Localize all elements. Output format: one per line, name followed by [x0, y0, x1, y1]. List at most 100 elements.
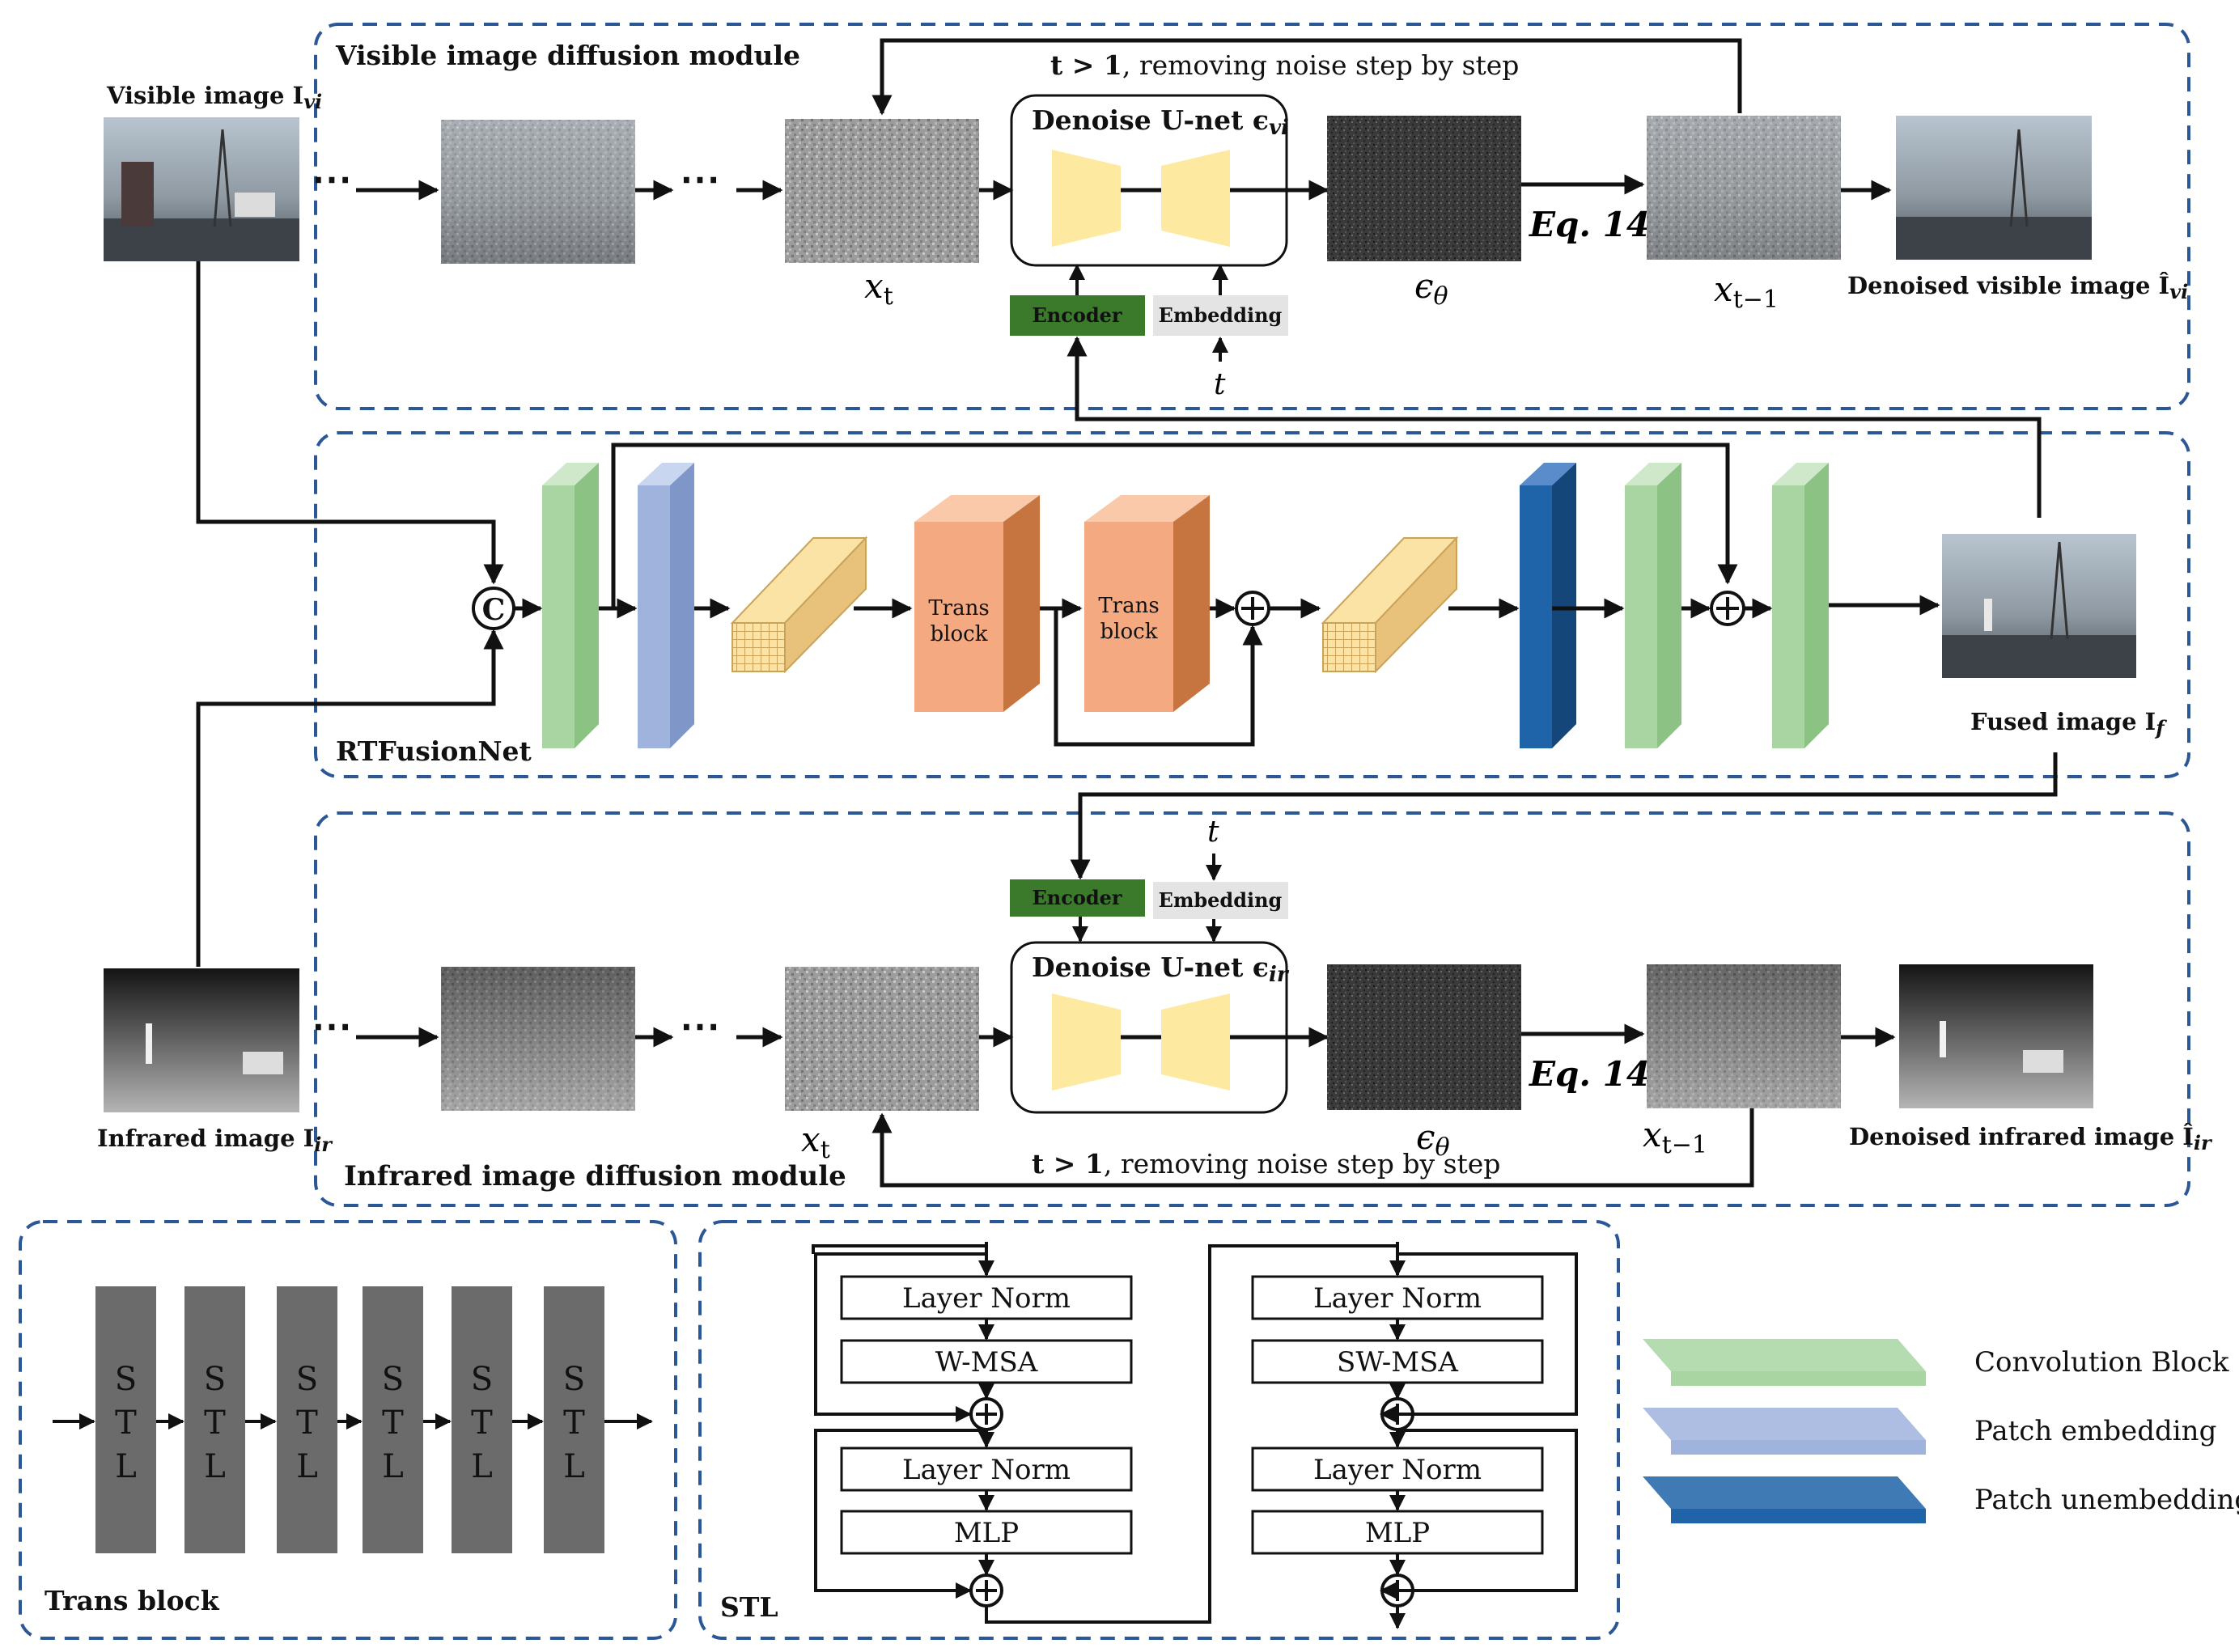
stl-letter: S	[296, 1361, 318, 1398]
stl-letter: L	[115, 1448, 137, 1485]
visible-encoder-label: Encoder	[1032, 303, 1122, 327]
stl-op-label: Layer Norm	[902, 1454, 1071, 1486]
stl-box	[544, 1286, 604, 1553]
visible-embedding-box	[1153, 295, 1288, 336]
legend-swatch	[1643, 1408, 1926, 1440]
stl-letter: S	[382, 1361, 404, 1398]
trans-block-1	[914, 495, 1040, 712]
conv-block-3	[1772, 463, 1829, 748]
infrared-xt1-image	[1647, 964, 1841, 1108]
conv-block-1	[542, 463, 599, 748]
legend-swatch	[1643, 1476, 1926, 1509]
stl-op-label: MLP	[1365, 1517, 1430, 1549]
token-grid-1	[730, 536, 868, 674]
infrared-t-label: t	[1207, 815, 1219, 849]
legend-label: Patch embedding	[1974, 1415, 2216, 1447]
infrared-encoder-label: Encoder	[1032, 886, 1122, 909]
stl-box	[277, 1286, 337, 1553]
stl-letter: S	[204, 1361, 226, 1398]
stl-op-label: Layer Norm	[902, 1282, 1071, 1315]
patch-unembedding-block	[1520, 463, 1576, 748]
visible-unet-decoder-trapezoid	[1161, 150, 1230, 247]
legend-swatch-edge	[1671, 1440, 1926, 1455]
visible-loop-text: t > 1, removing noise step by step	[1050, 49, 1519, 81]
visible-unet-encoder-trapezoid	[1052, 150, 1121, 247]
stl-box	[452, 1286, 512, 1553]
visible-module-title: Visible image diffusion module	[335, 40, 800, 71]
infrared-output-label: Denoised infrared image Îir	[1849, 1122, 2213, 1154]
stl-letter: S	[115, 1361, 137, 1398]
visible-encoder-box	[1010, 295, 1145, 336]
trans-block-2	[1084, 495, 1210, 712]
infrared-module-title: Infrared image diffusion module	[344, 1160, 846, 1192]
visible-xt1-label: xt−1	[1714, 269, 1779, 314]
visible-ellipsis-2: ⋯	[680, 155, 720, 202]
visible-xt-label: xt	[864, 266, 893, 311]
visible-xt1-image	[1647, 116, 1841, 260]
stl-op-label: SW-MSA	[1337, 1346, 1458, 1379]
visible-t-label: t	[1214, 368, 1226, 401]
infrared-eps-image	[1327, 964, 1521, 1110]
fused-image	[1942, 534, 2136, 678]
stl-op-box	[1251, 1275, 1544, 1320]
stl-letter: S	[471, 1361, 493, 1398]
visible-eps-image	[1327, 116, 1521, 261]
visible-noisy-image-1	[441, 120, 635, 264]
rtfusion-module-border	[314, 431, 2190, 778]
infrared-xt-image	[785, 967, 979, 1111]
legend-swatch	[1643, 1339, 1926, 1371]
conv-block-2	[1625, 463, 1681, 748]
infrared-eps-label: ϵθ	[1416, 1117, 1450, 1162]
stl-op-label: Layer Norm	[1313, 1454, 1482, 1486]
stl-op-box	[840, 1510, 1133, 1555]
visible-unet-label: Denoise U-net ϵvi	[1032, 104, 1289, 140]
infrared-encoder-box	[1010, 879, 1145, 917]
rtfusion-title: RTFusionNet	[336, 735, 532, 767]
stl-letter: T	[296, 1404, 318, 1442]
stl-letter: L	[204, 1448, 226, 1485]
stl-box	[184, 1286, 245, 1553]
infrared-unet-encoder-trapezoid	[1052, 993, 1121, 1091]
visible-xt-image	[785, 119, 979, 263]
visible-embedding-label: Embedding	[1159, 303, 1283, 327]
visible-ellipsis-1: ⋯	[312, 155, 352, 202]
infrared-input-label: Infrared image Iir	[97, 1125, 333, 1156]
infrared-loop-text: t > 1, removing noise step by step	[1032, 1148, 1500, 1180]
stl-panel-title: STL	[720, 1591, 778, 1623]
stl-letter: L	[563, 1448, 585, 1485]
infrared-unet-label: Denoise U-net ϵir	[1032, 951, 1290, 987]
visible-output-label: Denoised visible image Îvi	[1847, 271, 2188, 303]
trans-block-panel-title: Trans block	[45, 1585, 220, 1616]
stl-letter: L	[382, 1448, 404, 1485]
stl-op-box	[1251, 1339, 1544, 1384]
infrared-module-border	[314, 811, 2190, 1207]
stl-op-box	[1251, 1447, 1544, 1492]
infrared-xt-label: xt	[801, 1120, 830, 1164]
infrared-unet-decoder-trapezoid	[1161, 993, 1230, 1091]
infrared-embedding-label: Embedding	[1159, 888, 1283, 912]
visible-eps-label: ϵθ	[1414, 266, 1448, 311]
stl-op-label: MLP	[954, 1517, 1019, 1549]
visible-input-label: Visible image Ivi	[106, 82, 322, 113]
stl-letter: T	[204, 1404, 226, 1442]
fused-image-label: Fused image If	[1970, 708, 2167, 739]
stl-op-box	[840, 1339, 1133, 1384]
stl-letter: L	[471, 1448, 493, 1485]
legend-label: Convolution Block	[1974, 1346, 2229, 1379]
legend-swatch-edge	[1671, 1509, 1926, 1523]
stl-letter: T	[563, 1404, 585, 1442]
stl-letter: T	[115, 1404, 137, 1442]
stl-letter: L	[296, 1448, 318, 1485]
infrared-embedding-box	[1153, 882, 1288, 919]
visible-unet-box	[1010, 94, 1288, 267]
stl-box	[95, 1286, 156, 1553]
infrared-output-image	[1899, 964, 2093, 1108]
infrared-input-image	[104, 968, 299, 1112]
stl-op-label: Layer Norm	[1313, 1282, 1482, 1315]
legend-label: Patch unembedding	[1974, 1484, 2239, 1516]
